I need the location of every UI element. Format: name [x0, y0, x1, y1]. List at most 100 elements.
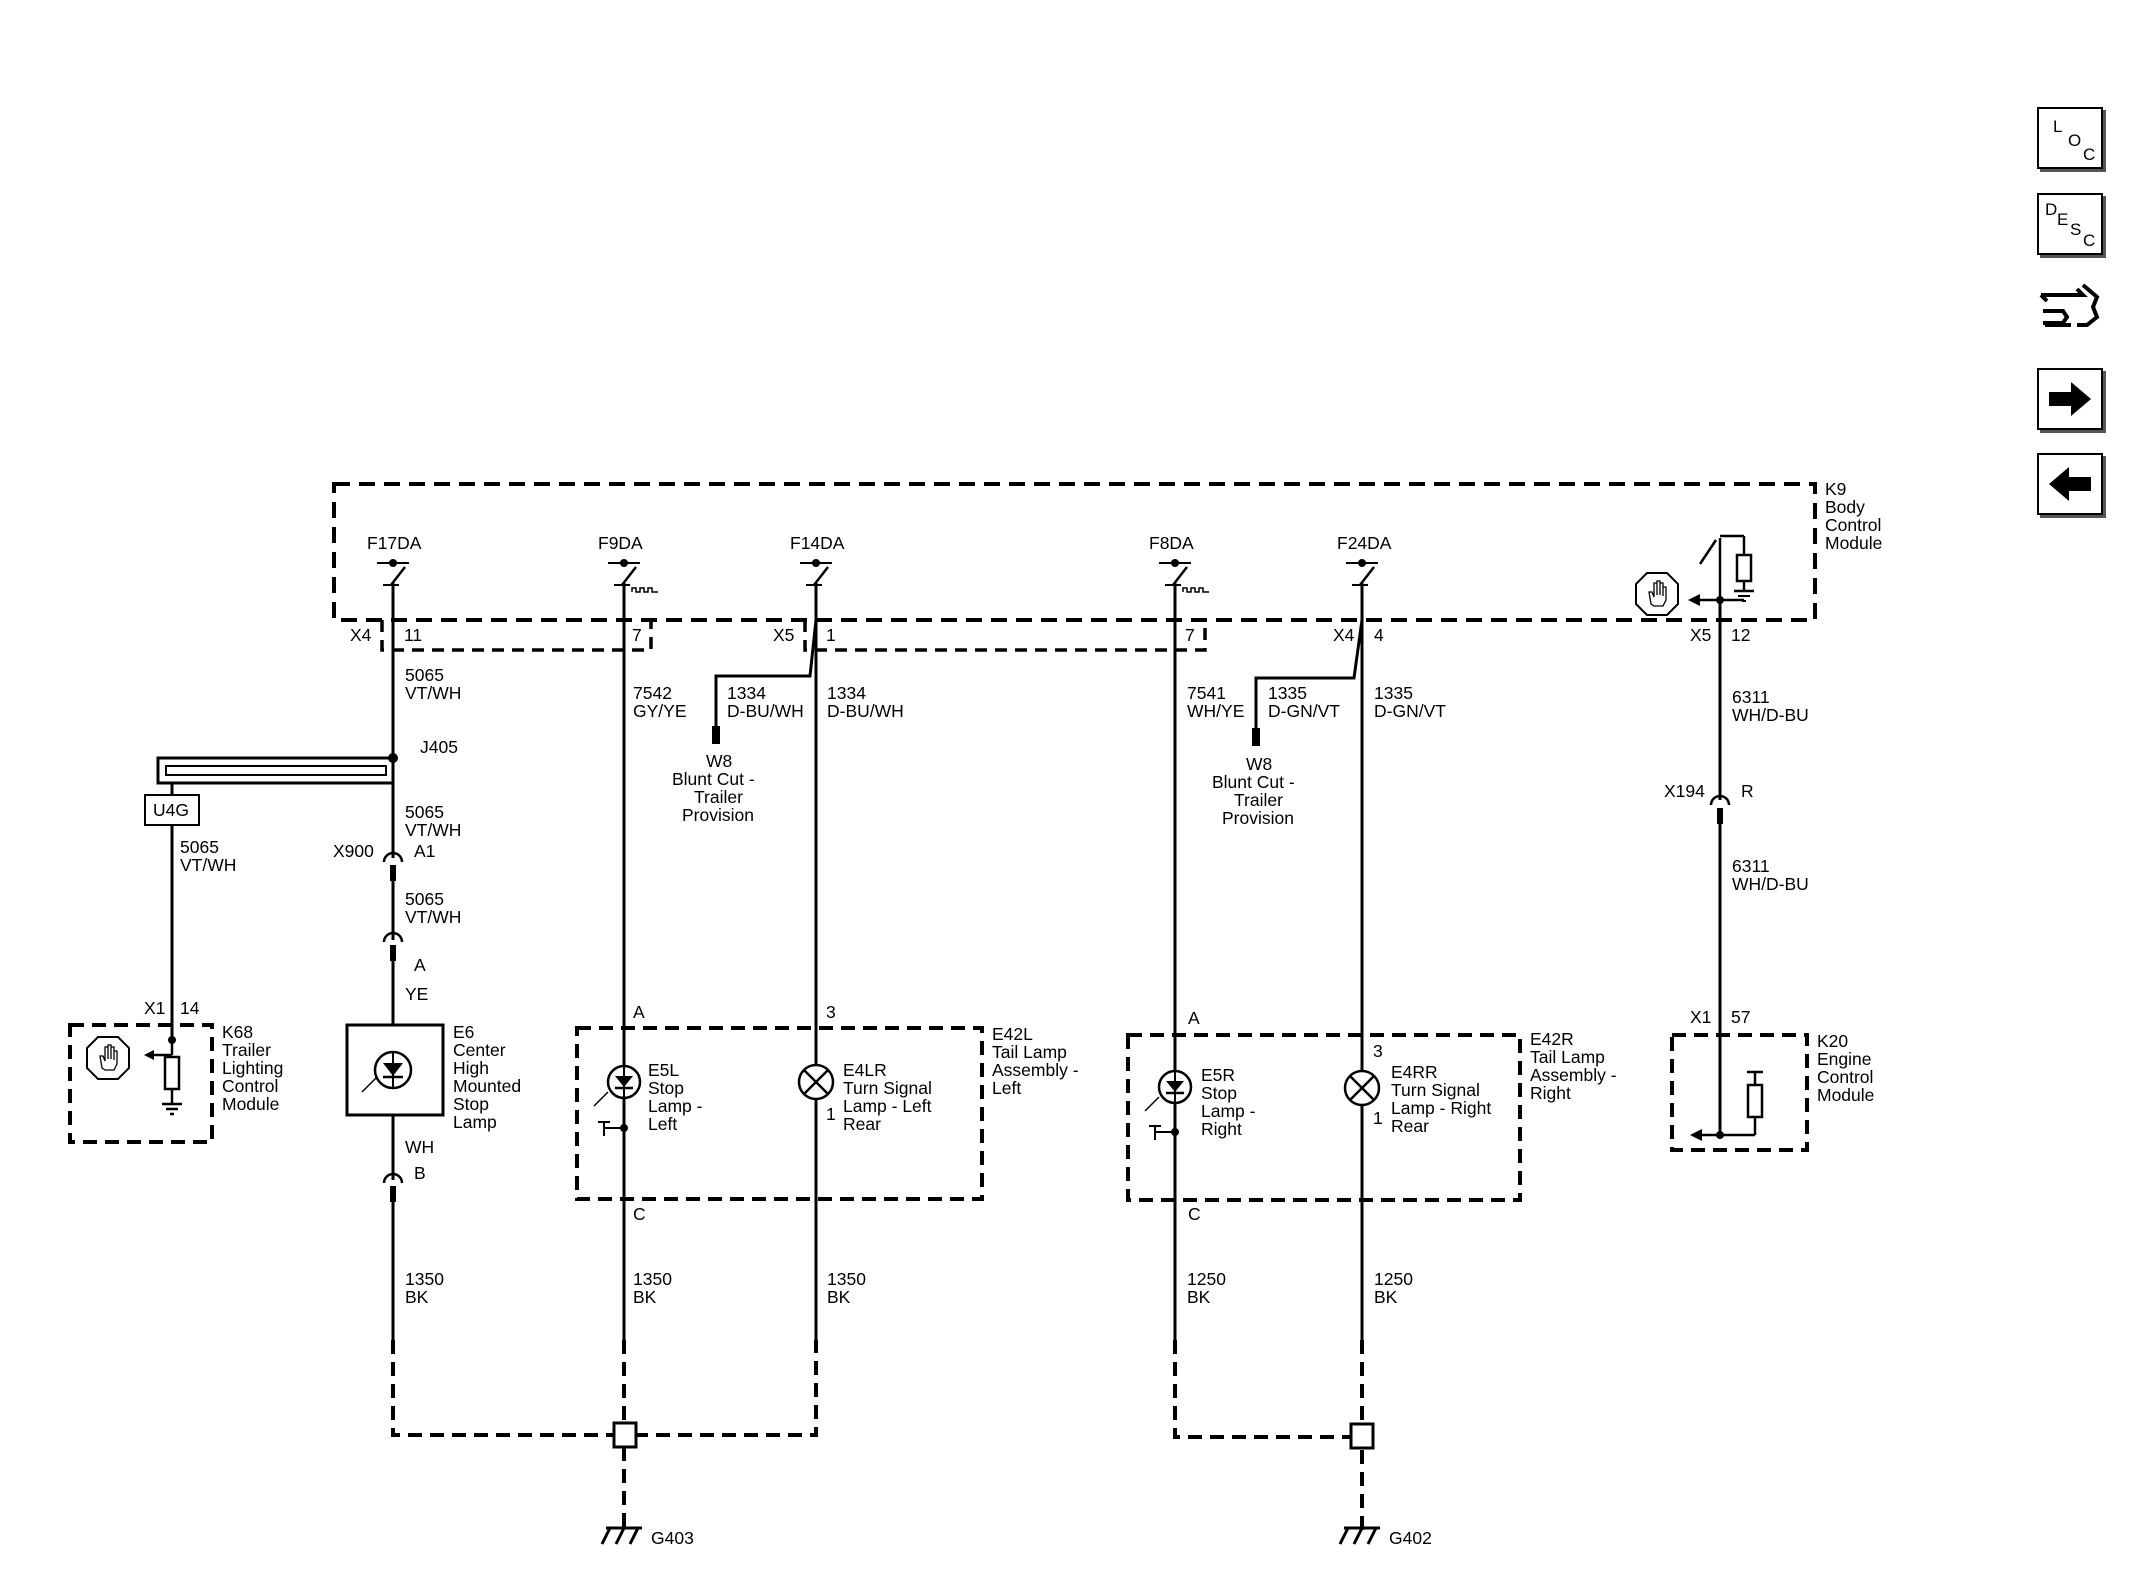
w8-right-line3: Provision	[1222, 808, 1294, 828]
e6-led-icon	[361, 1050, 413, 1093]
desc-letter-s: S	[2070, 220, 2082, 239]
pin-7b-label: 7	[1185, 625, 1195, 645]
j405-splice-dot	[388, 753, 398, 763]
g5-number: 1250	[1374, 1269, 1413, 1289]
g402-splice-box	[1349, 1422, 1375, 1450]
harness-dashed-x5	[803, 620, 1207, 652]
next-page-button[interactable]	[2037, 368, 2103, 430]
e42l-box	[575, 1026, 984, 1201]
w5065d-color: VT/WH	[405, 907, 461, 927]
pin-1-label: 1	[826, 625, 836, 645]
e42l-line2: Assembly -	[992, 1060, 1079, 1080]
w5065a-color: VT/WH	[405, 683, 461, 703]
e42l-line1: Tail Lamp	[992, 1042, 1067, 1062]
x5-right-label: X5	[1690, 625, 1711, 645]
k20-id: K20	[1817, 1031, 1848, 1051]
e5r-line3: Right	[1201, 1119, 1242, 1139]
w6311a-number: 6311	[1732, 687, 1770, 707]
x194-pin-r-label: R	[1741, 781, 1754, 801]
loc-letter-o: O	[2068, 131, 2082, 150]
g4-color: BK	[1187, 1287, 1211, 1307]
ground-harness-left	[391, 1340, 818, 1530]
description-button[interactable]: D E S C	[2037, 193, 2103, 255]
w8-left-id: W8	[706, 751, 732, 771]
w1334b-color: D-BU/WH	[827, 701, 904, 721]
k20-input-dot	[1716, 1131, 1724, 1139]
g1-number: 1350	[405, 1269, 444, 1289]
w8-left-line2: Trailer	[694, 787, 743, 807]
w7541-number: 7541	[1187, 683, 1226, 703]
pwm-wave-f8da	[1182, 587, 1210, 593]
w6311a-color: WH/D-BU	[1732, 705, 1809, 725]
k20-module-box	[1670, 1033, 1809, 1152]
e42l-pin-c: C	[633, 1204, 646, 1224]
k68-line4: Module	[222, 1094, 279, 1114]
k9-line1: Body	[1825, 497, 1865, 517]
e42l-pin-1: 1	[826, 1104, 836, 1124]
fuse-f9da-label: F9DA	[598, 533, 643, 553]
e4lr-line1: Turn Signal	[843, 1078, 932, 1098]
e5r-led-icon	[1144, 1069, 1193, 1140]
loc-letter-l: L	[2053, 117, 2063, 136]
w6311b-color: WH/D-BU	[1732, 874, 1809, 894]
e42r-id: E42R	[1530, 1029, 1574, 1049]
g403-ground-icon	[600, 1526, 644, 1546]
e6-line2: High	[453, 1058, 489, 1078]
w8-left-blunt-cut	[712, 726, 720, 744]
w1335a-number: 1335	[1268, 683, 1307, 703]
pin-12-label: 12	[1731, 625, 1750, 645]
x5-left-label: X5	[773, 625, 794, 645]
k9-hand-icon	[1635, 572, 1679, 616]
k68-hand-icon	[86, 1036, 130, 1080]
connector-tool-icon	[2039, 283, 2100, 327]
k20-x1-label: X1	[1690, 1007, 1711, 1027]
fuse-f9da	[606, 557, 642, 587]
k9-label: K9	[1825, 479, 1846, 499]
g2-number: 1350	[633, 1269, 672, 1289]
w8-right-line1: Blunt Cut -	[1212, 772, 1295, 792]
e4lr-line3: Rear	[843, 1114, 881, 1134]
loc-letter-c: C	[2083, 145, 2096, 164]
w5065a-number: 5065	[405, 665, 444, 685]
w5065c-number: 5065	[180, 837, 219, 857]
k9-module-box	[332, 482, 1817, 622]
w7542-color: GY/YE	[633, 701, 687, 721]
e42r-line1: Tail Lamp	[1530, 1047, 1605, 1067]
e4lr-bulb-icon	[797, 1063, 835, 1101]
e42l-line3: Left	[992, 1078, 1021, 1098]
pin-11-label: 11	[404, 625, 422, 645]
e42r-pin-a: A	[1188, 1008, 1200, 1028]
x900-a1-label: A1	[414, 841, 435, 861]
k68-line2: Lighting	[222, 1058, 283, 1078]
g3-color: BK	[827, 1287, 851, 1307]
k68-line3: Control	[222, 1076, 278, 1096]
e4rr-line3: Rear	[1391, 1116, 1429, 1136]
e4rr-line2: Lamp - Right	[1391, 1098, 1491, 1118]
g403-splice-box	[612, 1421, 638, 1449]
location-button[interactable]: L O C	[2037, 107, 2103, 169]
desc-letter-e: E	[2057, 210, 2069, 229]
ground-harness-right	[1173, 1340, 1364, 1530]
fuse-f14da	[798, 557, 834, 587]
fuse-f24da	[1344, 557, 1380, 587]
previous-page-button[interactable]	[2037, 453, 2103, 515]
w1334a-number: 1334	[727, 683, 766, 703]
g402-ground-icon	[1338, 1526, 1382, 1546]
w8-left-line3: Provision	[682, 805, 754, 825]
pwm-wave-f9da	[631, 587, 659, 593]
g4-number: 1250	[1187, 1269, 1226, 1289]
e42r-box	[1126, 1033, 1522, 1202]
u4g-label: U4G	[153, 800, 189, 820]
harness-dashed-x4	[380, 620, 653, 652]
connector-tool-button[interactable]	[2037, 277, 2103, 339]
w1334a-color: D-BU/WH	[727, 701, 804, 721]
k68-pin-label: 14	[180, 998, 200, 1018]
w1335b-number: 1335	[1374, 683, 1413, 703]
e6-line5: Lamp	[453, 1112, 497, 1132]
g402-label: G402	[1389, 1528, 1432, 1548]
k20-line1: Engine	[1817, 1049, 1872, 1069]
w8-left-line1: Blunt Cut -	[672, 769, 755, 789]
w8-right-blunt-cut	[1252, 728, 1260, 746]
e5l-id: E5L	[648, 1060, 679, 1080]
